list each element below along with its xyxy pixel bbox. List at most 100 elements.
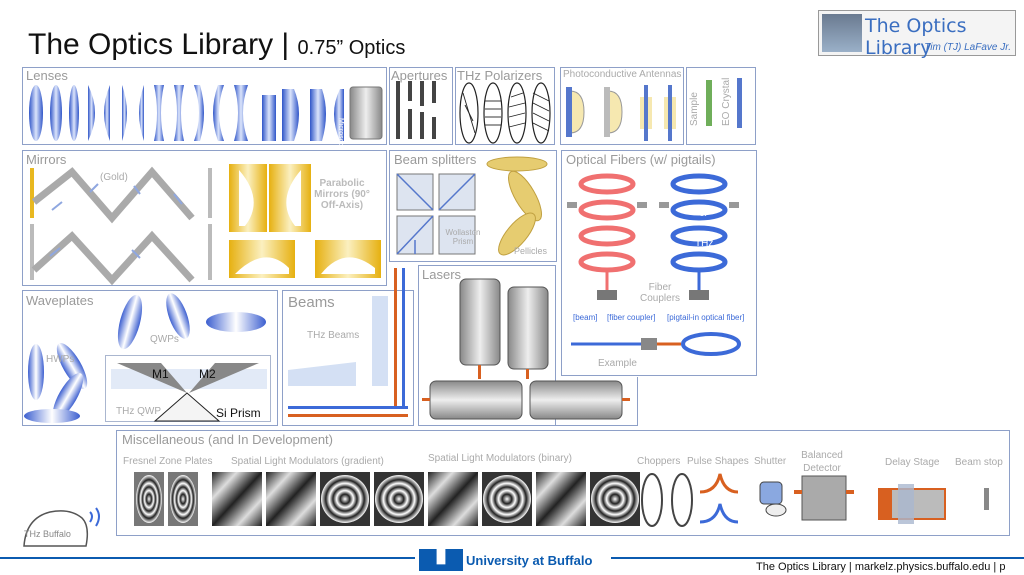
footer-credit: The Optics Library | markelz.physics.buf… (756, 561, 1006, 573)
beams-title: Beams (288, 294, 335, 311)
fiber-vis-label: VIS (694, 178, 711, 189)
sample-slab (706, 80, 712, 126)
qwps-label: QWPs (150, 334, 179, 345)
pellicles-label: Pellicles (514, 246, 548, 256)
lens-row (29, 85, 383, 141)
beam-lines (288, 268, 408, 417)
sample-label: Sample (689, 92, 700, 126)
thz-qwp-diagram (111, 363, 267, 422)
slm-binary-set (428, 472, 640, 526)
beam-splitters-panel (389, 150, 557, 262)
fiber-beam-tag: [beam] (573, 313, 598, 322)
m2-label: M2 (199, 367, 216, 381)
buffalo-label: THz Buffalo (24, 529, 71, 539)
lens-aspheric (282, 89, 299, 141)
lens-aspheric (310, 89, 326, 141)
slm-gradient-label: Spatial Light Modulators (gradient) (231, 456, 384, 467)
waveplates-title: Waveplates (26, 293, 94, 308)
lenses-panel (22, 67, 387, 145)
lens-planoconvex (88, 85, 95, 141)
lens-concave (154, 85, 164, 141)
fiber-or-label: or (699, 208, 708, 219)
lens-cylinder (262, 95, 276, 141)
parabolic-mirrors (229, 164, 381, 278)
lens-planoconvex (104, 85, 110, 141)
shutter-icon (759, 481, 787, 517)
fiber-pigtail-tag: [pigtail-in optical fiber] (667, 313, 745, 322)
parabolic-label: Parabolic Mirrors (90° Off-Axis) (314, 178, 370, 211)
slm-binary-label: Spatial Light Modulators (binary) (428, 453, 572, 464)
waveplates-panel (22, 290, 278, 426)
delay-stage-icon (878, 484, 946, 524)
fresnel-label: Fresnel Zone Plates (123, 456, 213, 467)
mirrors-panel (22, 150, 387, 286)
flat-mirror-zigzag (30, 166, 212, 286)
ub-name: University at Buffalo (466, 553, 593, 568)
sample-eo-panel (686, 67, 756, 145)
fiber-ir-label: IR (602, 179, 612, 190)
laser-heads (422, 278, 630, 420)
beam-splitters-title: Beam splitters (394, 152, 477, 167)
photoconductive-title: Photoconductive Antennas (563, 69, 682, 80)
logo-author: Tim (TJ) LaFave Jr. (924, 42, 1011, 53)
polarizer-set (459, 82, 551, 144)
thz-polarizers-panel (455, 67, 555, 145)
fresnel-plates (134, 472, 198, 526)
chopper-wheels (641, 473, 693, 527)
lasers-title: Lasers (422, 267, 462, 282)
lenses-title: Lenses (26, 68, 68, 83)
buffalo-icon (23, 507, 100, 547)
lens-biconvex (50, 85, 62, 141)
lens-concave (174, 85, 184, 141)
thz-beams-label: THz Beams (307, 330, 360, 341)
optics-library-logo: The Optics Library Tim (TJ) LaFave Jr. (818, 10, 1016, 59)
beam-stop-icon (984, 488, 989, 510)
fiber-coupler-tag: [fiber coupler] (607, 313, 656, 322)
fiber-example-label: Example (598, 358, 637, 369)
mirrors-title: Mirrors (26, 152, 67, 167)
beam-splitter-cubes (396, 156, 548, 256)
microscope-objective-icon (349, 86, 383, 140)
author-photo (822, 14, 862, 52)
title-main: The Optics Library | (28, 28, 298, 61)
thz-polarizers-title: THz Polarizers (457, 68, 543, 83)
waveplate-set (24, 293, 266, 423)
apertures-title: Apertures (391, 68, 448, 83)
apertures-panel (389, 67, 453, 145)
beam-stop-label: Beam stop (955, 457, 1003, 468)
lens-meniscus (213, 85, 224, 141)
beams-panel (282, 290, 414, 426)
mirrors-gold-label: (Gold) (100, 172, 128, 183)
lasers-extension (418, 377, 638, 426)
lens-biconvex (29, 85, 43, 141)
balanced-detector-icon (794, 475, 854, 521)
pulse-shape-blue (699, 503, 739, 524)
aperture-set (396, 81, 436, 139)
photoconductive-panel (560, 67, 684, 145)
antenna-set (566, 85, 676, 141)
misc-panel (116, 430, 1010, 536)
eo-crystal-label: EO Crystal (721, 77, 732, 126)
hwps-label: HWPs (46, 354, 75, 365)
lens-meniscus (194, 85, 204, 141)
fiber-couplers-label: Fiber Couplers (640, 282, 681, 304)
m1-label: M1 (152, 367, 169, 381)
thz-qwp-label: THz QWP (116, 406, 161, 417)
fibers-panel (561, 150, 757, 376)
title-sub: 0.75” Optics (297, 37, 406, 59)
eo-crystal-slab (737, 78, 742, 128)
pulse-shape-orange (699, 473, 739, 494)
delay-stage-label: Delay Stage (885, 457, 940, 468)
slide-title: The Optics Library | 0.75” Optics (28, 28, 405, 62)
si-prism-label: Si Prism (216, 406, 261, 420)
choppers-label: Choppers (637, 456, 681, 467)
misc-title: Miscellaneous (and In Development) (122, 432, 333, 447)
fiber-thz-label: THz (695, 238, 714, 249)
lens-aspheric (334, 89, 344, 141)
pulse-shapes-label: Pulse Shapes (687, 456, 749, 467)
wollaston-label: Wollaston Prism (445, 228, 481, 246)
slm-gradient-set (212, 472, 424, 526)
lens-planoconvex (122, 85, 127, 141)
shutter-label: Shutter (754, 456, 787, 467)
lens-planoconvex (139, 85, 144, 141)
